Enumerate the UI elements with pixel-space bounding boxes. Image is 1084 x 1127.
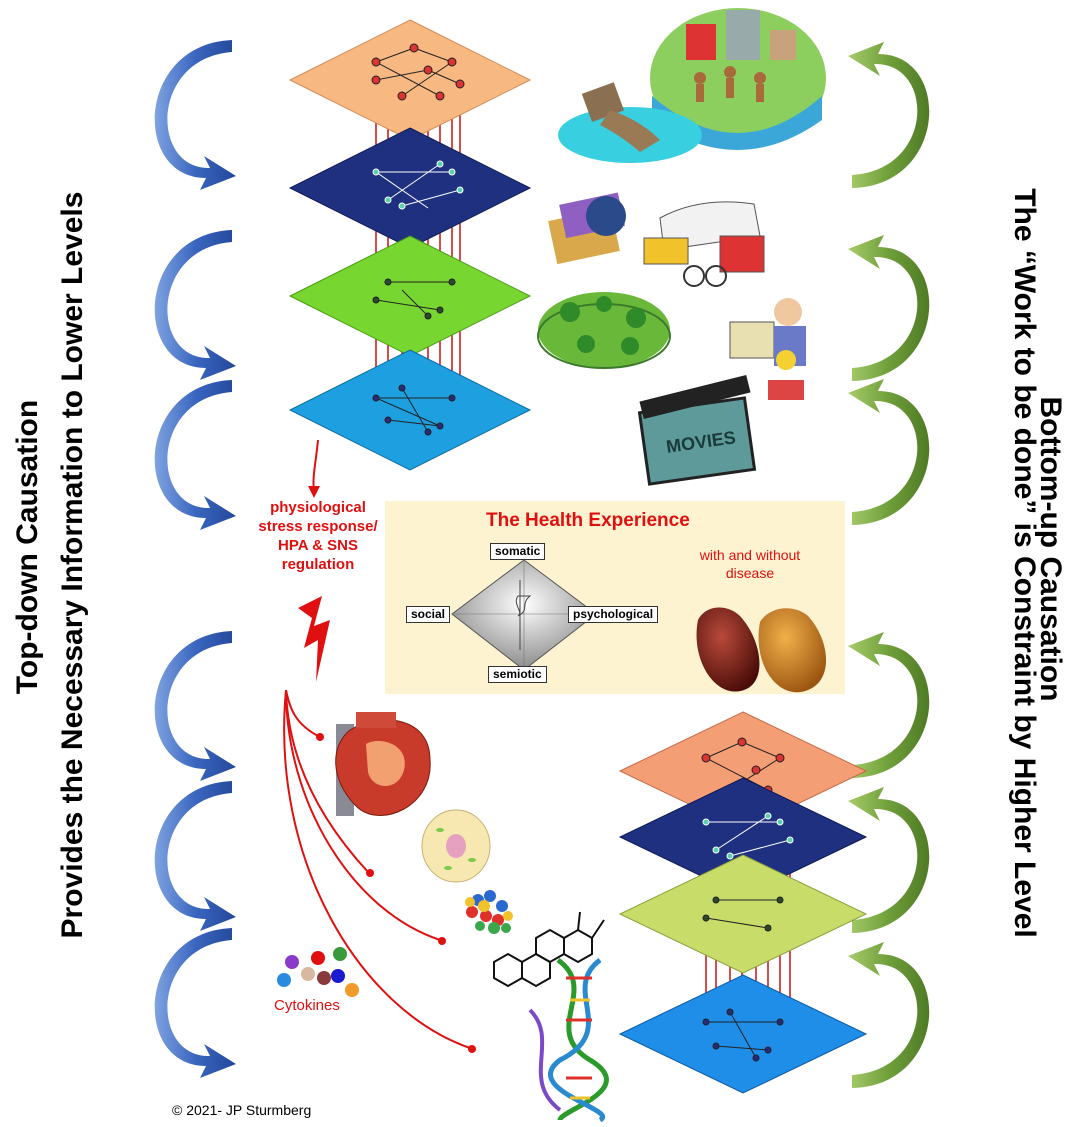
health-subtitle: with and without disease — [680, 546, 820, 582]
subtitle-line: with and without — [699, 547, 801, 563]
movies-clapboard-icon — [637, 374, 757, 486]
downward-effect-arrows — [283, 689, 471, 1049]
layer-plane-lime — [618, 854, 868, 974]
curved-arrow-icon — [848, 787, 930, 933]
curved-arrow-icon — [848, 42, 930, 188]
top-layer-stack — [288, 19, 532, 471]
dna-helix-illustration — [528, 957, 609, 1123]
stress-line: stress response/ — [258, 518, 378, 535]
stress-line: HPA & SNS — [277, 537, 358, 554]
bottom-layer-stack — [618, 711, 868, 1094]
steroid-structure-icon — [493, 911, 605, 988]
cytokines-dots — [277, 947, 359, 997]
heart-photo-healthy — [696, 607, 760, 692]
subtitle-line: disease — [725, 565, 775, 581]
stress-response-label: physiological stress response/ HPA & SNS… — [238, 498, 398, 574]
cell-illustration — [421, 809, 491, 883]
pollution-illustration — [558, 82, 702, 163]
layer-plane-green — [288, 235, 532, 357]
network-graph-icon — [371, 43, 465, 101]
layer-plane-cyan — [288, 349, 532, 471]
health-title: The Health Experience — [486, 510, 690, 531]
park-illustration — [537, 292, 671, 369]
protein-molecule-illustration — [465, 890, 513, 934]
curved-arrow-icon — [848, 942, 930, 1088]
layer-plane-navy — [288, 127, 532, 249]
stress-line: physiological — [270, 499, 366, 516]
cytokines-label: Cytokines — [274, 997, 340, 1014]
curved-arrow-icon — [154, 781, 236, 931]
curved-arrow-icon — [154, 631, 236, 781]
curved-arrow-icon — [154, 40, 236, 190]
curved-arrow-icon — [848, 379, 930, 525]
bottom-up-arrows — [848, 42, 930, 1088]
curved-arrow-icon — [848, 632, 930, 778]
left-title-line2: Provides the Necessary Information to Lo… — [56, 191, 89, 939]
curved-arrow-icon — [154, 230, 236, 380]
work-illustration — [729, 298, 806, 400]
heart-photo-diseased — [758, 608, 827, 693]
right-title-line2: The “Work to be done” is Constraint by H… — [1008, 188, 1041, 938]
left-title-line1: Top-down Causation — [11, 399, 44, 695]
curved-arrow-icon — [154, 380, 236, 530]
stress-arrow — [312, 439, 319, 491]
copyright-text: © 2021- JP Sturmberg — [172, 1102, 312, 1118]
curved-arrow-icon — [848, 235, 930, 381]
transport-illustration — [643, 201, 765, 287]
top-down-arrows — [154, 40, 236, 1078]
somatic-label: somatic — [490, 543, 546, 560]
education-illustration — [548, 192, 626, 265]
social-label: social — [406, 606, 451, 623]
semiotic-label: semiotic — [488, 666, 547, 683]
health-diamond — [451, 559, 597, 671]
heart-anatomy-illustration — [335, 712, 431, 816]
curved-arrow-icon — [154, 928, 236, 1078]
lightning-bolt-icon — [298, 596, 330, 682]
stress-line: regulation — [281, 556, 355, 573]
psychological-label: psychological — [568, 606, 659, 623]
